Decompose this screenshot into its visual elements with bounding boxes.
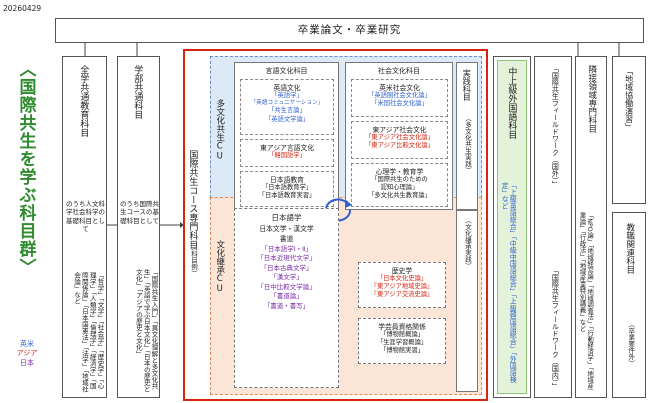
fieldwork-abroad: 「国際共生フィールドワーク（国外）」: [551, 65, 560, 188]
english-culture-title: 英語文化: [273, 84, 301, 92]
japanese-literature-item: 「書道論」: [270, 292, 303, 301]
psychology-education-item: 「国際共生のための: [371, 176, 428, 183]
east-asia-language-title: 東アジア言語文化: [259, 144, 315, 152]
history-item: 「東アジア交流史論」: [370, 291, 434, 299]
adjacent-field-box: 隣接領域専門科目 「NPO論」「地域経営論」「地域調査法」「行動経済学」「地域産…: [575, 56, 607, 398]
japanese-literature-item: 「日中比較文学論」: [257, 282, 316, 291]
museum-item: 「生涯学習概論」: [376, 339, 428, 347]
japanese-education-title: 日本語教育: [270, 176, 304, 184]
course-note: （科目例）: [189, 244, 198, 277]
history-box: 歴史学 「日本文化史論」 「東アジア地域史論」 「東アジア交流史論」: [358, 262, 446, 308]
anglo-social-item: 「英語圏社会文化論」: [368, 92, 431, 99]
japanese-literature-item: 「漢文学」: [270, 273, 303, 282]
japanese-education-item: 「日本語教育学」: [261, 184, 313, 191]
teacher-career-note: （卒業要件外）: [626, 321, 635, 367]
psychology-education-title: 心理学・教育学: [375, 168, 424, 176]
museum-title: 学芸員資格関係: [378, 323, 426, 331]
japanese-literature-title: 日本語学: [271, 213, 302, 222]
japanese-literature-sub: 日本文学・漢文学: [259, 225, 314, 233]
east-asia-social-group: 東アジア社会文化 「東アジア社会文化論」 「東アジア比較文化論」: [351, 121, 448, 159]
side-title: 〈国際共生を学ぶ科目群〉: [15, 60, 36, 276]
psychology-education-item: 「多文化共生教育論」: [368, 192, 431, 200]
japanese-literature-item: 「書道・書写」: [263, 301, 310, 310]
japanese-literature-item: 「日本古典文学」: [260, 263, 313, 272]
practice-heritage-label: （文化継承実践）: [463, 217, 472, 269]
legend-asia: アジア: [16, 349, 38, 358]
east-asia-language-group: 東アジア言語文化 「韓国語学」: [240, 139, 334, 167]
adjacent-field-title: 隣接領域専門科目: [586, 65, 597, 133]
common-education-box: 全学共通教育科目 のうち人文科学社会科学の基礎科目として 「哲学」「文学」「社会…: [62, 56, 107, 398]
foreign-language-box: 中上級外国語科目 「上級英語総合」「中級中国語総合」「上級韓国語総合」「外国語検…: [493, 56, 531, 398]
east-asia-language-item: 「韓国語学」: [268, 152, 306, 159]
thesis-label: 卒業論文・卒業研究: [297, 24, 402, 36]
faculty-title: 学部共通科目: [132, 65, 143, 119]
practice-top-box: 実践科目 （多文化共生実践）: [456, 62, 478, 210]
english-culture-item: 「共生言論」: [268, 107, 306, 115]
anglo-social-item: 「米国社会文化論」: [371, 100, 428, 108]
fieldwork-domestic: 「国際共生フィールドワーク（国内）」: [551, 267, 560, 390]
japanese-literature-sub2: 書道: [279, 235, 294, 243]
japanese-literature-item: 「日本語学Ⅰ・Ⅱ」: [261, 245, 312, 253]
psychology-education-item: 認知心理論」: [380, 184, 419, 192]
social-culture-title: 社会文化科目: [378, 67, 420, 75]
museum-item: 「博物館実習」: [379, 347, 425, 355]
common-sub: のうち人文科学社会科学の基礎科目として: [66, 200, 105, 234]
legend: 英米 アジア 日本: [14, 340, 40, 368]
language-culture-box: 言語文化科目 英語文化 「英語学」 「英語コミュニケーション」 「共生言論」 「…: [234, 62, 339, 210]
practice-bottom-box: （文化継承実践）: [456, 210, 478, 392]
regional-cooperation-box: 「地域協働演習」: [612, 56, 646, 204]
english-culture-item: 「英語コミュニケーション」: [250, 100, 324, 107]
practice-multi-label: （多文化共生実践）: [463, 115, 472, 174]
japanese-education-group: 日本語教育 「日本語教育学」 「日本語教育実習」: [240, 171, 334, 207]
history-title: 歴史学: [391, 267, 413, 275]
anglo-social-group: 英米社会文化 「英語圏社会文化論」 「米国社会文化論」: [351, 79, 448, 117]
course-title: 国際共生コース専門科目: [187, 150, 198, 249]
east-asia-social-title: 東アジア社会文化: [372, 126, 427, 134]
cu-multicultural-label: 多文化共生CU: [214, 99, 225, 162]
museum-item: 「博物館概論」: [379, 331, 425, 338]
history-item: 「東アジア地域史論」: [370, 283, 434, 291]
faculty-sub: のうち国際共生コースの基礎科目として: [120, 200, 159, 225]
english-culture-item: 「英語文学論」: [264, 115, 310, 123]
faculty-list: 「国際共生入門」「異文化理解と多文化共生」「英語で学ぶ日本文化」「日本の歴史と文…: [134, 269, 158, 393]
japanese-literature-item: 「日本近現代文学」: [257, 254, 316, 263]
faculty-common-box: 学部共通科目 のうち国際共生コースの基礎科目として 「国際共生入門」「異文化理解…: [117, 56, 160, 398]
regional-cooperation-title: 「地域協働演習」: [624, 67, 634, 131]
social-culture-box: 社会文化科目 英米社会文化 「英語圏社会文化論」 「米国社会文化論」 東アジア社…: [345, 62, 453, 210]
common-title: 全学共通教育科目: [78, 65, 89, 137]
psychology-education-group: 心理学・教育学 「国際共生のための 認知心理論」 「多文化共生教育論」: [351, 163, 448, 207]
japanese-literature-box: 日本語学 日本文学・漢文学 書道 「日本語学Ⅰ・Ⅱ」 「日本近現代文学」 「日本…: [234, 208, 339, 388]
teacher-career-box: 教職関連科目 （卒業要件外）: [612, 212, 646, 398]
anglo-social-title: 英米社会文化: [379, 84, 420, 92]
date-label: 20260429: [3, 4, 42, 13]
east-asia-social-item: 「東アジア比較文化論」: [364, 142, 434, 150]
thesis-box: 卒業論文・卒業研究: [55, 18, 644, 43]
cu-heritage-label: 文化継承CU: [214, 240, 225, 294]
fieldwork-box: 「国際共生フィールドワーク（国外）」 「国際共生フィールドワーク（国内）」: [534, 56, 572, 398]
english-culture-item: 「英語学」: [271, 92, 303, 99]
practice-title: 実践科目: [462, 69, 472, 101]
english-culture-group: 英語文化 「英語学」 「英語コミュニケーション」 「共生言論」 「英語文学論」: [240, 79, 334, 135]
legend-english: 英米: [20, 340, 34, 348]
japanese-education-item: 「日本語教育実習」: [258, 192, 316, 200]
museum-box: 学芸員資格関係 「博物館概論」 「生涯学習概論」 「博物館実習」: [358, 318, 446, 364]
language-culture-title: 言語文化科目: [265, 67, 308, 75]
legend-japan: 日本: [20, 358, 34, 367]
adjacent-field-list: 「NPO論」「地域経営論」「地域調査法」「行動経済学」「地域産業論」「行政法」「…: [578, 212, 594, 390]
common-list: 「哲学」「文学」「社会学」「歴史学」「心理学」「人類学」「倫理学」「経済学」「国…: [72, 272, 104, 393]
foreign-language-fill: [497, 60, 527, 394]
history-item: 「日本文化史論」: [376, 275, 428, 282]
foreign-language-list: 「上級英語総合」「中級中国語総合」「上級韓国語総合」「外国語検定」など: [500, 182, 517, 383]
east-asia-social-item: 「東アジア社会文化論」: [364, 134, 434, 141]
foreign-language-title: 中上級外国語科目: [506, 67, 517, 139]
teacher-career-title: 教職関連科目: [624, 223, 635, 274]
